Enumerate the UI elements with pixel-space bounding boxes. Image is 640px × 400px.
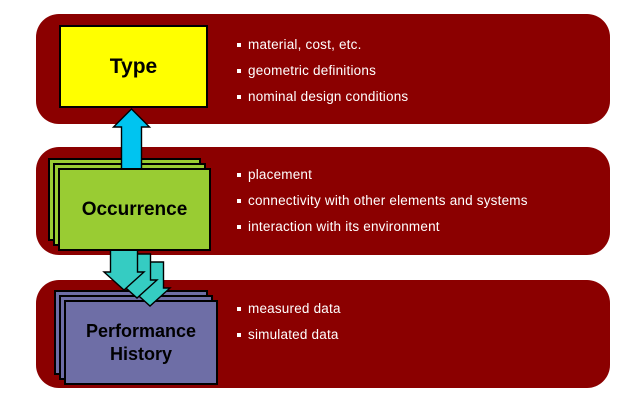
bullet-square-icon [237,306,241,311]
bullet-item: measured data [237,295,341,321]
type-bullet-list: material, cost, etc. geometric definitio… [237,31,408,109]
bullet-text: material, cost, etc. [248,36,362,52]
bullet-text: placement [248,166,313,182]
down-arrows-icon [102,245,172,307]
bullet-item: connectivity with other elements and sys… [237,187,528,213]
bullet-item: simulated data [237,321,341,347]
bullet-text: geometric definitions [248,62,377,78]
bullet-item: material, cost, etc. [237,31,408,57]
bullet-item: interaction with its environment [237,213,528,239]
bullet-text: simulated data [248,326,339,342]
bullet-square-icon [237,198,241,203]
performance-label: Performance History [85,321,197,364]
up-arrow-shape [111,108,152,176]
bullet-square-icon [237,42,241,47]
bullet-square-icon [237,172,241,177]
bullet-item: geometric definitions [237,57,408,83]
bullet-item: nominal design conditions [237,83,408,109]
type-box: Type [59,25,208,108]
performance-card-front: Performance History [64,300,218,385]
bullet-item: placement [237,161,528,187]
bullet-text: measured data [248,300,341,316]
bullet-square-icon [237,224,241,229]
performance-bullet-list: measured data simulated data [237,295,341,347]
bullet-square-icon [237,68,241,73]
bullet-square-icon [237,332,241,337]
bullet-text: interaction with its environment [248,218,440,234]
type-label: Type [109,54,158,78]
bullet-text: connectivity with other elements and sys… [248,192,528,208]
bullet-text: nominal design conditions [248,88,409,104]
bullet-square-icon [237,94,241,99]
occurrence-label: Occurrence [81,198,188,220]
occurrence-card-front: Occurrence [58,168,211,251]
occurrence-bullet-list: placement connectivity with other elemen… [237,161,528,239]
